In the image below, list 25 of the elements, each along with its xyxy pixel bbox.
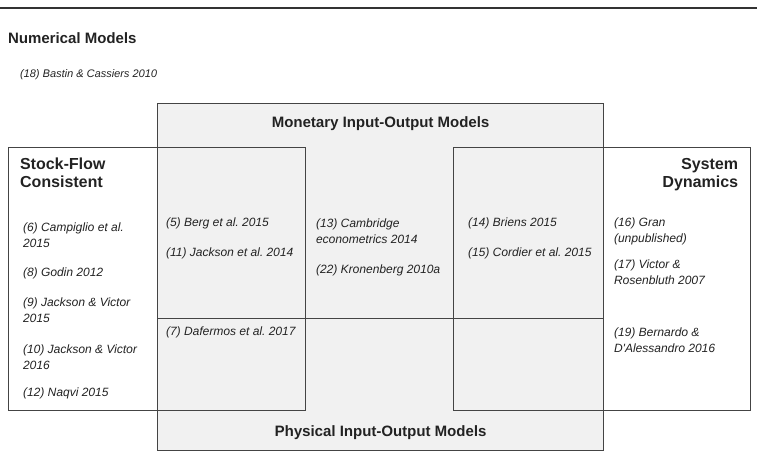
citation-text: (5) Berg et al. 2015 <box>166 214 270 230</box>
category-heading: Monetary Input-Output Models <box>270 114 490 131</box>
citation-text: (8) Godin 2012 <box>23 264 104 280</box>
citation-text: (22) Kronenberg 2010a <box>316 261 442 277</box>
category-heading: Stock-Flow Consistent <box>20 156 106 192</box>
model-category-box <box>157 103 604 319</box>
citation-text: (10) Jackson & Victor 2016 <box>23 341 138 373</box>
citation-text: (9) Jackson & Victor 2015 <box>23 294 132 326</box>
model-category-box <box>157 318 604 451</box>
citation-text: (14) Briens 2015 <box>468 214 558 230</box>
citation-text: (18) Bastin & Cassiers 2010 <box>20 67 158 82</box>
citation-text: (17) Victor & Rosenbluth 2007 <box>614 256 706 288</box>
model-category-box <box>453 147 751 411</box>
diagram-title: Numerical Models <box>8 30 136 47</box>
category-heading: System Dynamics <box>661 156 738 192</box>
category-heading: Physical Input-Output Models <box>274 423 488 440</box>
citation-text: (16) Gran (unpublished) <box>614 214 688 246</box>
citation-text: (6) Campiglio et al. 2015 <box>23 219 125 251</box>
citation-text: (13) Cambridge econometrics 2014 <box>316 215 418 247</box>
citation-text: (11) Jackson et al. 2014 <box>166 244 294 260</box>
model-category-box <box>8 147 306 411</box>
citation-text: (7) Dafermos et al. 2017 <box>166 323 296 339</box>
citation-text: (19) Bernardo & D'Alessandro 2016 <box>614 324 716 356</box>
citation-text: (15) Cordier et al. 2015 <box>468 244 592 260</box>
citation-text: (12) Naqvi 2015 <box>23 384 110 400</box>
